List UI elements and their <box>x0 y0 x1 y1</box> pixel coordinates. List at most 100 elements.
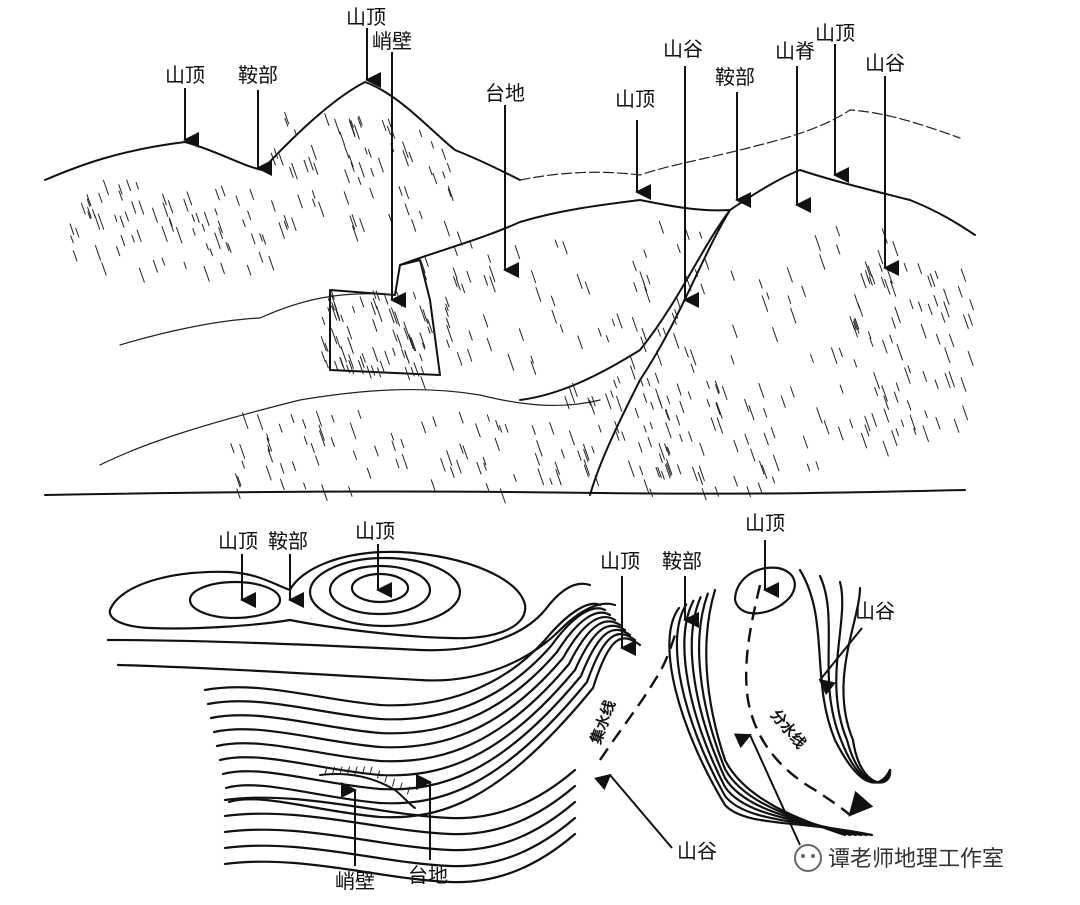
hatch-stroke <box>316 412 321 426</box>
hatch-stroke <box>397 335 402 348</box>
hatch-stroke <box>476 424 481 437</box>
map-arrow-valley-bottom-2 <box>750 735 800 845</box>
hatch-stroke <box>441 459 445 472</box>
hatch-stroke <box>153 260 157 272</box>
hatch-stroke <box>676 415 679 424</box>
hatch-stroke <box>577 274 582 288</box>
hatch-stroke <box>838 427 843 440</box>
hatch-stroke <box>700 443 704 455</box>
hatch-stroke <box>350 423 356 439</box>
hatch-stroke <box>640 379 643 386</box>
map-label-valley-right: 山谷 <box>855 599 895 623</box>
hatch-stroke <box>456 279 460 290</box>
hatch-stroke <box>431 142 433 148</box>
hatch-stroke <box>455 248 458 256</box>
hatch-stroke <box>469 331 472 340</box>
hatch-stroke <box>693 467 698 481</box>
hatch-stroke <box>250 189 254 199</box>
hatch-stroke <box>677 384 681 395</box>
hatch-stroke <box>690 350 695 365</box>
hatch-stroke <box>918 264 921 274</box>
hatch-stroke <box>958 286 962 297</box>
hatch-stroke <box>204 212 209 225</box>
hatch-stroke <box>771 428 775 438</box>
hatch-stroke <box>341 358 345 369</box>
hatch-stroke <box>376 291 379 300</box>
hatch-stroke <box>463 446 468 459</box>
hatch-stroke <box>907 401 910 410</box>
hatch-stroke <box>944 302 949 317</box>
hatch-stroke <box>707 400 710 407</box>
hatch-stroke <box>304 483 306 489</box>
map-label-plateau: 台地 <box>408 863 448 887</box>
hatch-stroke <box>341 347 346 362</box>
hatch-stroke <box>896 429 898 436</box>
hatch-stroke <box>944 289 949 304</box>
contour-band-left <box>205 604 600 706</box>
hatch-stroke <box>99 193 102 202</box>
hatch-stroke <box>499 426 501 433</box>
map-label-saddle-right: 鞍部 <box>662 549 702 573</box>
wechat-icon <box>795 845 821 871</box>
hatch-stroke <box>127 180 131 191</box>
hatch-stroke <box>311 146 316 160</box>
hatch-stroke <box>662 471 665 479</box>
hatch-stroke <box>667 396 670 404</box>
hatch-stroke <box>385 351 390 364</box>
hatch-stroke <box>731 356 734 364</box>
hatch-stroke <box>632 317 637 331</box>
hatch-stroke <box>298 195 303 208</box>
hatch-stroke <box>961 378 966 392</box>
hatch-stroke <box>787 268 792 282</box>
hatch-stroke <box>360 219 364 232</box>
hatch-stroke <box>656 389 661 404</box>
hatch-stroke <box>633 261 636 270</box>
watermark-text: 谭老师地理工作室 <box>828 847 1004 872</box>
hatch-stroke <box>532 426 535 435</box>
hatch-stroke <box>578 336 583 349</box>
hatch-stroke <box>701 284 704 294</box>
label-saddle-right: 鞍部 <box>715 65 755 89</box>
hatch-stroke <box>243 220 245 227</box>
hatch-stroke <box>688 392 691 399</box>
hatch-stroke <box>642 328 646 339</box>
hatch-stroke <box>676 297 680 309</box>
hatch-stroke <box>139 268 144 282</box>
map-label-valley-bottom: 山谷 <box>677 839 717 863</box>
hatch-stroke <box>700 232 702 238</box>
hatch-stroke <box>658 329 661 336</box>
hatch-stroke <box>555 240 558 247</box>
label-ridge: 山脊 <box>775 39 815 63</box>
hatch-stroke <box>707 381 710 388</box>
hatch-stroke <box>803 436 807 448</box>
hatch-stroke <box>904 263 907 271</box>
hatch-stroke <box>304 160 308 172</box>
hatch-stroke <box>802 286 806 296</box>
hatch-stroke <box>942 313 945 322</box>
river-bank-upper <box>120 294 395 345</box>
hatch-stroke <box>444 221 449 236</box>
hatch-stroke <box>919 302 922 311</box>
hatch-stroke <box>431 480 435 490</box>
hatch-stroke <box>896 383 899 391</box>
hatch-stroke <box>459 412 463 423</box>
hatch-stroke <box>204 266 209 281</box>
hatch-stroke <box>839 348 842 356</box>
hatch-stroke <box>312 191 315 199</box>
hatch-stroke <box>389 309 394 323</box>
hatch-stroke <box>599 425 601 432</box>
hatch-stroke <box>644 250 647 257</box>
hatch-stroke <box>368 150 371 158</box>
hatch-stroke <box>117 247 120 256</box>
hatch-stroke <box>963 406 968 420</box>
hatch-stroke <box>370 188 373 198</box>
map-label-cliff: 峭壁 <box>335 869 375 893</box>
hatch-stroke <box>717 418 722 433</box>
hatch-stroke <box>457 232 462 245</box>
hatch-stroke <box>322 352 326 362</box>
hatch-stroke <box>651 402 653 409</box>
hatch-stroke <box>399 187 402 196</box>
hatch-stroke <box>325 114 329 126</box>
hatch-stroke <box>734 476 738 486</box>
hatch-stroke <box>259 252 263 262</box>
